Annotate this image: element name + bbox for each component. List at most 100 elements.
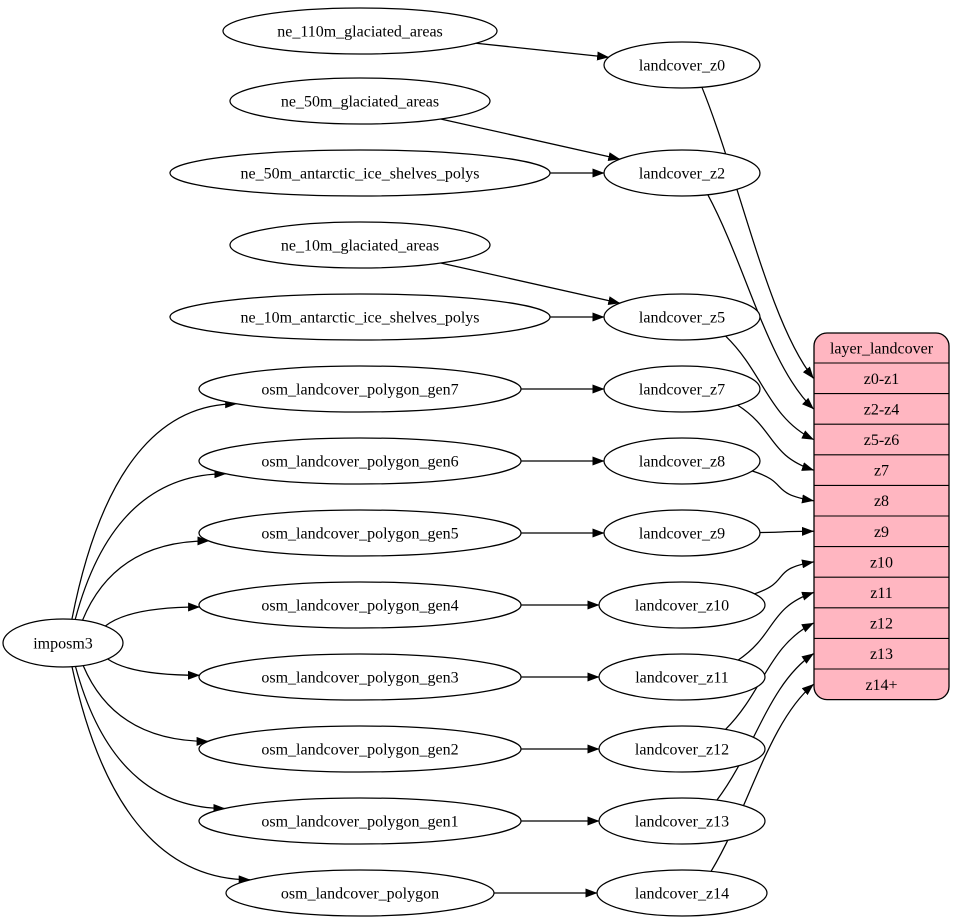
edge-landcover_z5-to-z5-z6	[725, 335, 814, 441]
node-ellipse-osm_landcover_polygon_gen3	[198, 653, 522, 701]
node-ne_10m_glaciated_areas: ne_10m_glaciated_areas	[229, 221, 491, 269]
table-row-z5-z6: z5-z6	[864, 432, 900, 449]
node-label-ne_110m_glaciated_areas: ne_110m_glaciated_areas	[277, 24, 443, 41]
edge-landcover_z7-to-z7	[737, 404, 814, 471]
node-landcover_z0: landcover_z0	[603, 41, 761, 89]
table-layer_landcover: layer_landcover z0-z1 z2-z4 z5-z6 z7 z8 z9 z10 z…	[813, 332, 950, 701]
node-ne_50m_antarctic_ice_shelves_polys: ne_50m_antarctic_ice_shelves_polys	[169, 149, 551, 197]
table-row-z8: z8	[874, 493, 889, 510]
node-label-landcover_z10: landcover_z10	[635, 598, 729, 615]
node-landcover_z2: landcover_z2	[603, 149, 761, 197]
node-ellipse-landcover_z13	[598, 797, 766, 845]
node-ellipse-imposm3	[2, 618, 124, 668]
edge-landcover_z12-to-z12	[725, 622, 814, 730]
node-label-landcover_z7: landcover_z7	[639, 382, 725, 399]
node-label-landcover_z8: landcover_z8	[639, 454, 725, 471]
edge-ne_10m_glaciated_areas-to-landcover_z5	[440, 262, 621, 305]
table-row-z10: z10	[870, 554, 893, 571]
table-row-z7: z7	[874, 463, 889, 480]
table-row-z9: z9	[874, 524, 889, 541]
node-ellipse-landcover_z8	[603, 437, 761, 485]
edge-landcover_z0-to-z0-z1	[701, 86, 814, 379]
node-landcover_z10: landcover_z10	[598, 581, 766, 629]
node-osm_landcover_polygon_gen2: osm_landcover_polygon_gen2	[198, 725, 522, 773]
node-ellipse-osm_landcover_polygon_gen7	[198, 365, 522, 413]
node-ne_50m_glaciated_areas: ne_50m_glaciated_areas	[229, 77, 491, 125]
node-label-landcover_z14: landcover_z14	[635, 886, 729, 903]
node-landcover_z8: landcover_z8	[603, 437, 761, 485]
node-ellipse-landcover_z11	[598, 653, 766, 701]
table-row-z12: z12	[870, 616, 893, 633]
node-ellipse-osm_landcover_polygon	[225, 869, 495, 917]
node-landcover_z14: landcover_z14	[596, 869, 768, 917]
node-osm_landcover_polygon_gen5: osm_landcover_polygon_gen5	[198, 509, 522, 557]
edge-imposm3-to-osm_landcover_polygon_gen6	[74, 469, 227, 620]
table-row-z0-z1: z0-z1	[864, 371, 900, 388]
node-landcover_z11: landcover_z11	[598, 653, 766, 701]
node-ellipse-landcover_z14	[596, 869, 768, 917]
node-label-imposm3: imposm3	[33, 636, 93, 653]
table-row-z2-z4: z2-z4	[864, 401, 900, 418]
node-osm_landcover_polygon_gen1: osm_landcover_polygon_gen1	[198, 797, 522, 845]
node-ellipse-osm_landcover_polygon_gen4	[198, 581, 522, 629]
node-label-ne_50m_glaciated_areas: ne_50m_glaciated_areas	[281, 94, 439, 111]
node-label-osm_landcover_polygon_gen4: osm_landcover_polygon_gen4	[261, 598, 458, 615]
node-ellipse-landcover_z2	[603, 149, 761, 197]
node-ellipse-landcover_z10	[598, 581, 766, 629]
node-ellipse-osm_landcover_polygon_gen1	[198, 797, 522, 845]
node-label-osm_landcover_polygon_gen7: osm_landcover_polygon_gen7	[261, 382, 458, 399]
node-label-ne_50m_antarctic_ice_shelves_polys: ne_50m_antarctic_ice_shelves_polys	[240, 166, 479, 183]
node-osm_landcover_polygon_gen6: osm_landcover_polygon_gen6	[198, 437, 522, 485]
edge-imposm3-to-osm_landcover_polygon_gen3	[107, 658, 200, 680]
node-landcover_z5: landcover_z5	[603, 293, 761, 341]
node-imposm3: imposm3	[2, 618, 124, 668]
node-ellipse-landcover_z5	[603, 293, 761, 341]
node-ellipse-osm_landcover_polygon_gen5	[198, 509, 522, 557]
edge-imposm3-to-osm_landcover_polygon_gen4	[105, 602, 201, 627]
edge-ne_50m_glaciated_areas-to-landcover_z2	[440, 118, 621, 161]
node-label-osm_landcover_polygon_gen2: osm_landcover_polygon_gen2	[261, 742, 458, 759]
table-row-z13: z13	[870, 646, 893, 663]
node-label-landcover_z5: landcover_z5	[639, 310, 725, 327]
node-ellipse-landcover_z7	[603, 365, 761, 413]
edge-landcover_z8-to-z8	[752, 470, 814, 504]
table-title: layer_landcover	[830, 341, 934, 358]
node-label-osm_landcover_polygon_gen5: osm_landcover_polygon_gen5	[261, 526, 458, 543]
node-label-osm_landcover_polygon: osm_landcover_polygon	[281, 886, 439, 903]
edge-landcover_z10-to-z10	[754, 559, 814, 595]
edge-landcover_z14-to-z14+	[710, 683, 814, 872]
node-osm_landcover_polygon: osm_landcover_polygon	[225, 869, 495, 917]
node-label-landcover_z13: landcover_z13	[635, 814, 729, 831]
node-ne_10m_antarctic_ice_shelves_polys: ne_10m_antarctic_ice_shelves_polys	[169, 293, 551, 341]
edge-landcover_z9-to-z9	[759, 526, 814, 536]
nodes: imposm3 ne_110m_glaciated_areas ne_50m_gla…	[2, 7, 768, 917]
node-label-landcover_z9: landcover_z9	[639, 526, 725, 543]
node-landcover_z12: landcover_z12	[598, 725, 766, 773]
edge-imposm3-to-osm_landcover_polygon_gen1	[74, 666, 226, 813]
node-landcover_z7: landcover_z7	[603, 365, 761, 413]
node-ellipse-landcover_z9	[603, 509, 761, 557]
node-landcover_z9: landcover_z9	[603, 509, 761, 557]
node-label-landcover_z12: landcover_z12	[635, 742, 729, 759]
edge-imposm3-to-osm_landcover_polygon_gen7	[71, 399, 238, 620]
node-label-landcover_z2: landcover_z2	[639, 166, 725, 183]
edge-imposm3-to-osm_landcover_polygon_gen5	[81, 536, 210, 621]
edge-ne_110m_glaciated_areas-to-landcover_z0	[475, 42, 610, 61]
node-ellipse-ne_110m_glaciated_areas	[222, 7, 498, 55]
node-ellipse-landcover_z0	[603, 41, 761, 89]
node-ellipse-osm_landcover_polygon_gen2	[198, 725, 522, 773]
node-label-landcover_z11: landcover_z11	[635, 670, 729, 687]
node-ellipse-ne_50m_antarctic_ice_shelves_polys	[169, 149, 551, 197]
node-ellipse-landcover_z12	[598, 725, 766, 773]
node-ellipse-ne_10m_glaciated_areas	[229, 221, 491, 269]
node-ne_110m_glaciated_areas: ne_110m_glaciated_areas	[222, 7, 498, 55]
node-ellipse-ne_50m_glaciated_areas	[229, 77, 491, 125]
node-ellipse-osm_landcover_polygon_gen6	[198, 437, 522, 485]
node-label-landcover_z0: landcover_z0	[639, 58, 725, 75]
node-label-ne_10m_antarctic_ice_shelves_polys: ne_10m_antarctic_ice_shelves_polys	[240, 310, 479, 327]
edge-imposm3-to-osm_landcover_polygon	[71, 666, 251, 885]
node-osm_landcover_polygon_gen4: osm_landcover_polygon_gen4	[198, 581, 522, 629]
node-landcover_z13: landcover_z13	[598, 797, 766, 845]
